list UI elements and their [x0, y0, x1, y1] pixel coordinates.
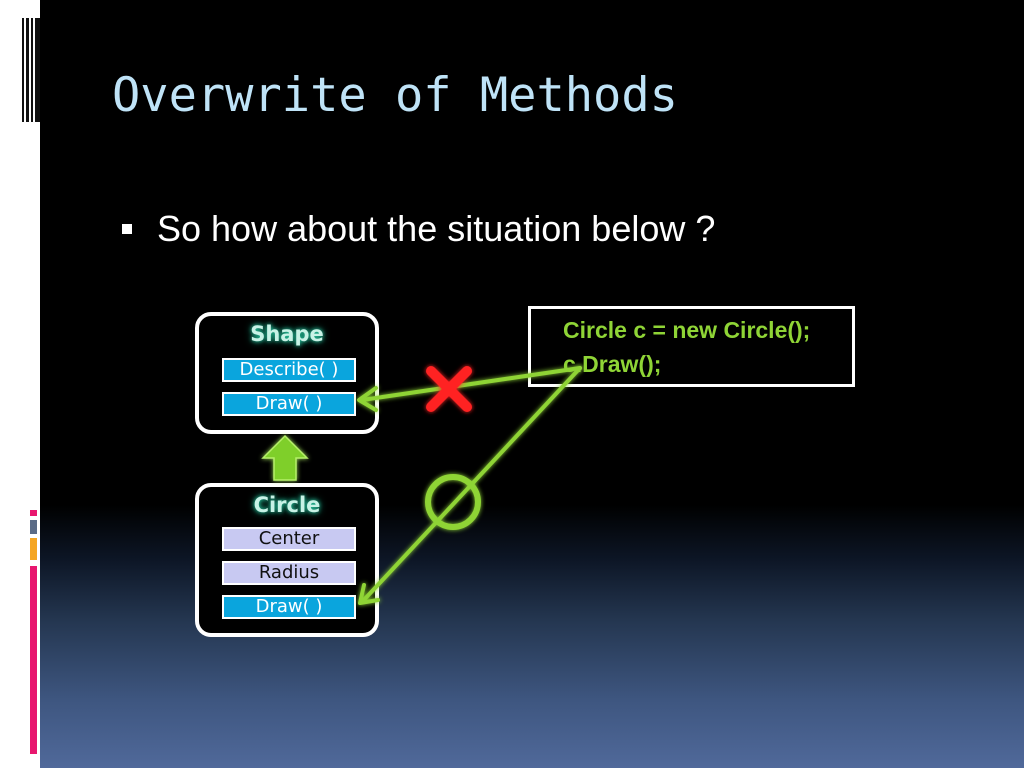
shape-class-box: Shape Describe( ) Draw( )	[195, 312, 379, 434]
slide-title: Overwrite of Methods	[112, 68, 678, 123]
circle-class-box: Circle Center Radius Draw( )	[195, 483, 379, 637]
circle-field-center: Center	[222, 527, 356, 551]
shape-method-describe: Describe( )	[222, 358, 356, 382]
accent-bar-pink	[30, 510, 37, 516]
accent-bar-orange	[30, 538, 37, 560]
code-snippet-box: Circle c = new Circle(); c.Draw();	[528, 306, 855, 387]
accent-bar-gray	[30, 520, 37, 534]
square-bullet-icon	[122, 224, 132, 234]
accent-bar-magenta	[30, 566, 37, 754]
left-rail	[0, 0, 40, 768]
shape-method-draw: Draw( )	[222, 392, 356, 416]
invalid-call-arrow	[357, 366, 582, 412]
bullet-text: So how about the situation below ?	[157, 208, 716, 249]
circle-class-name: Circle	[253, 493, 321, 517]
rail-lines-decoration	[22, 18, 40, 122]
bullet-item: So how about the situation below ?	[122, 208, 715, 250]
code-line-1: Circle c = new Circle();	[563, 317, 811, 343]
cross-mark-icon	[426, 366, 472, 412]
circle-field-radius: Radius	[222, 561, 356, 585]
shape-class-name: Shape	[250, 322, 324, 346]
circle-mark-icon	[425, 474, 481, 530]
up-arrow-icon	[261, 434, 309, 481]
code-line-2: c.Draw();	[563, 351, 662, 377]
circle-method-draw: Draw( )	[222, 595, 356, 619]
